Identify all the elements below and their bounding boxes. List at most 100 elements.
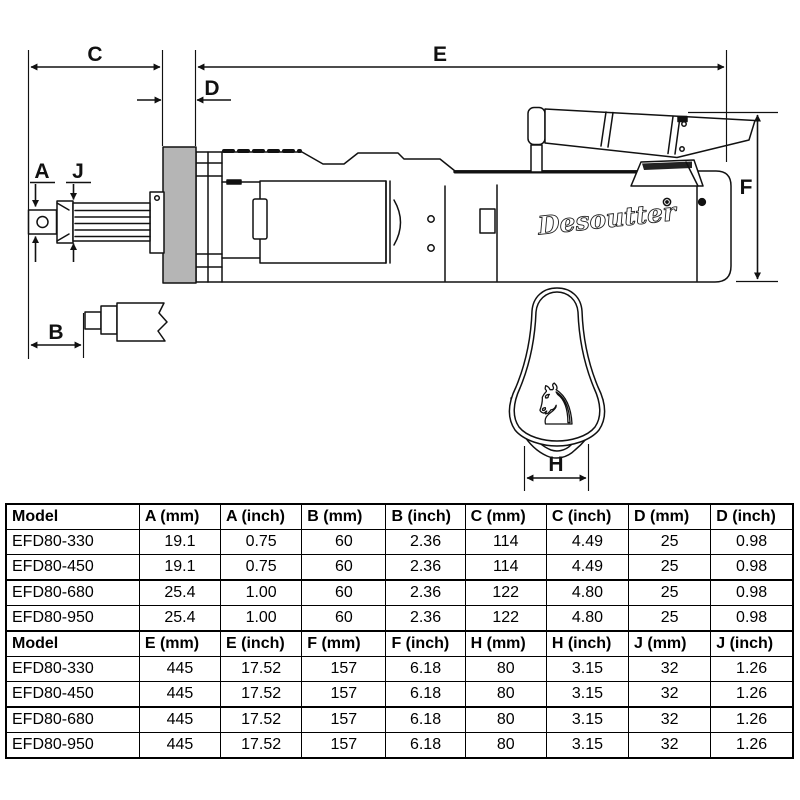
- value-cell: 25: [628, 529, 712, 555]
- value-cell: 0.75: [220, 554, 303, 581]
- value-cell: 157: [301, 732, 387, 759]
- table-header-cell: A (inch): [220, 503, 303, 530]
- dim-label-F: F: [740, 176, 753, 199]
- value-cell: 445: [138, 706, 222, 733]
- model-cell: EFD80-680: [5, 706, 140, 733]
- lever-end-cap: [527, 106, 546, 146]
- lever-seam: [600, 111, 607, 147]
- value-cell: 6.18: [385, 681, 466, 708]
- drive-hole: [36, 215, 49, 229]
- value-cell: 2.36: [385, 554, 466, 581]
- model-cell: EFD80-950: [5, 732, 140, 759]
- value-cell: 60: [301, 605, 387, 632]
- lever-front-view: ♞: [508, 287, 606, 459]
- dim-label-C: C: [87, 43, 102, 66]
- dimension-labels: C E D A J B F H: [34, 43, 752, 476]
- dim-label-A: A: [34, 160, 49, 183]
- table-header-cell: E (mm): [138, 630, 222, 657]
- table-header-cell: C (mm): [464, 503, 547, 530]
- bit-sleeve: [116, 302, 168, 342]
- table-header-cell: F (mm): [301, 630, 387, 657]
- value-cell: 114: [464, 554, 547, 581]
- value-cell: 4.80: [545, 579, 630, 606]
- dim-label-E: E: [433, 43, 447, 66]
- screw-icon: [681, 121, 687, 127]
- value-cell: 6.18: [385, 732, 466, 759]
- value-cell: 3.15: [545, 681, 630, 708]
- lever-paddle-inner: [513, 291, 601, 442]
- lever-clip: [677, 115, 688, 123]
- model-cell: EFD80-450: [5, 681, 140, 708]
- dimension-drawing: Desoutter ♞: [27, 43, 778, 491]
- table-header-cell: B (mm): [301, 503, 387, 530]
- value-cell: 1.26: [710, 706, 794, 733]
- value-cell: 60: [301, 529, 387, 555]
- value-cell: 445: [138, 681, 222, 708]
- start-lever: [544, 108, 756, 159]
- motor-housing: [259, 180, 387, 264]
- value-cell: 1.26: [710, 732, 794, 759]
- dimension-lines: [30, 63, 761, 482]
- value-cell: 4.49: [545, 529, 630, 555]
- value-cell: 25: [628, 579, 712, 606]
- extension-lines: [27, 50, 778, 491]
- value-cell: 6.18: [385, 706, 466, 733]
- value-cell: 4.80: [545, 605, 630, 632]
- table-header-cell: J (inch): [710, 630, 794, 657]
- dim-label-J: J: [72, 160, 84, 183]
- value-cell: 0.98: [710, 529, 794, 555]
- mounting-flange: [162, 146, 197, 284]
- value-cell: 445: [138, 656, 222, 682]
- screw-dot: [665, 200, 669, 204]
- value-cell: 4.49: [545, 554, 630, 581]
- screw-icon: [427, 215, 435, 223]
- value-cell: 0.98: [710, 605, 794, 632]
- spline-chamfer: [56, 202, 70, 242]
- value-cell: 32: [628, 656, 712, 682]
- value-cell: 19.1: [138, 554, 222, 581]
- value-cell: 80: [464, 706, 547, 733]
- table-header-cell: B (inch): [385, 503, 466, 530]
- value-cell: 1.26: [710, 656, 794, 682]
- pivot-band: [642, 161, 692, 170]
- table-header-cell: Model: [5, 503, 140, 530]
- valve-stem: [530, 144, 543, 173]
- model-cell: EFD80-330: [5, 529, 140, 555]
- value-cell: 1.00: [220, 605, 303, 632]
- value-cell: 17.52: [220, 732, 303, 759]
- model-cell: EFD80-950: [5, 605, 140, 632]
- model-cell: EFD80-450: [5, 554, 140, 581]
- value-cell: 25.4: [138, 605, 222, 632]
- lever-seam: [674, 116, 681, 155]
- table-header-cell: A (mm): [138, 503, 222, 530]
- lever-seam: [667, 115, 674, 155]
- table-header-cell: J (mm): [628, 630, 712, 657]
- table-header-cell: H (mm): [464, 630, 547, 657]
- screw-icon: [427, 244, 435, 252]
- value-cell: 80: [464, 732, 547, 759]
- spline-shaft: [72, 202, 151, 242]
- value-cell: 32: [628, 681, 712, 708]
- dim-label-B: B: [48, 321, 63, 344]
- value-cell: 0.98: [710, 554, 794, 581]
- lever-seam: [607, 111, 614, 148]
- value-cell: 157: [301, 681, 387, 708]
- value-cell: 2.36: [385, 529, 466, 555]
- value-cell: 60: [301, 579, 387, 606]
- value-cell: 60: [301, 554, 387, 581]
- table-header-cell: Model: [5, 630, 140, 657]
- table-header-cell: C (inch): [545, 503, 630, 530]
- value-cell: 17.52: [220, 656, 303, 682]
- value-cell: 3.15: [545, 706, 630, 733]
- table-header-cell: F (inch): [385, 630, 466, 657]
- value-cell: 122: [464, 579, 547, 606]
- value-cell: 32: [628, 706, 712, 733]
- clamp-lens: [393, 199, 402, 246]
